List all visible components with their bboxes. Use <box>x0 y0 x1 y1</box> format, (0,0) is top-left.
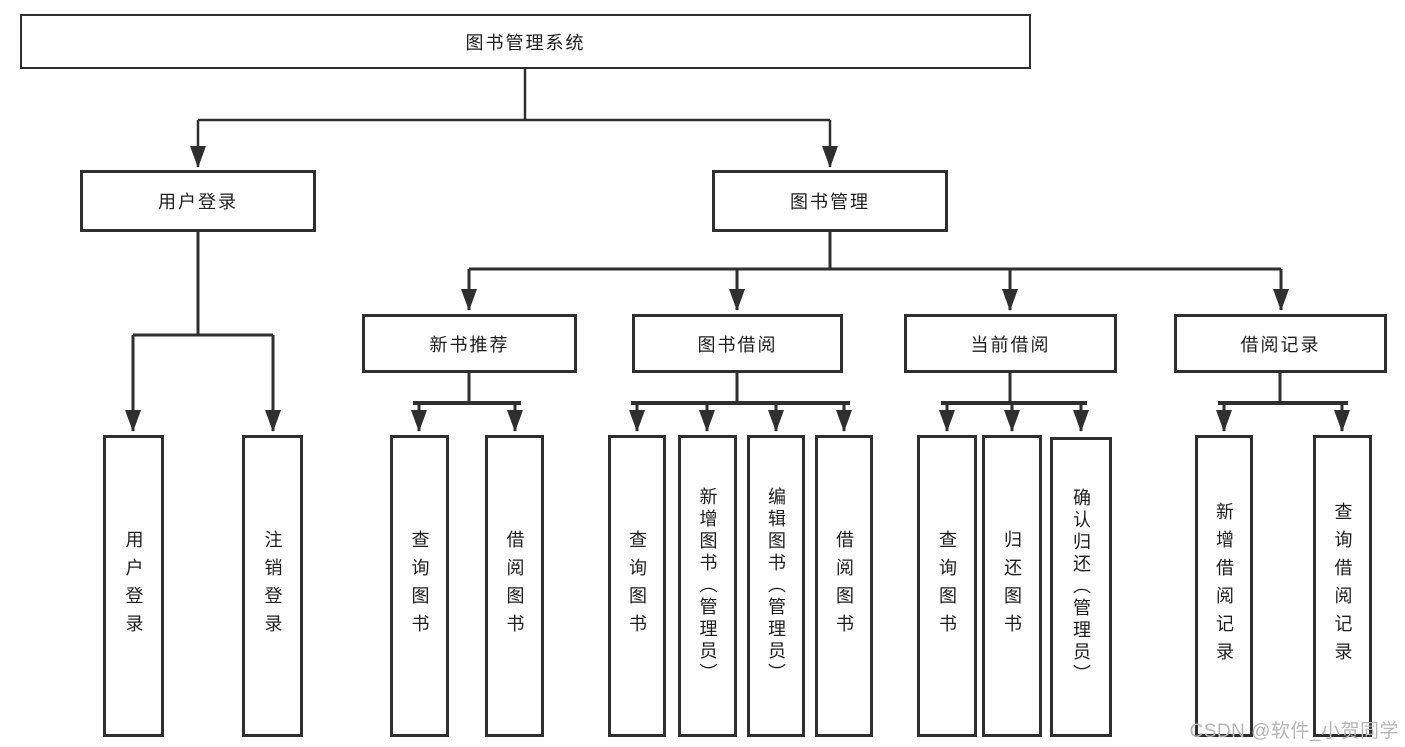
node-nb-borrow-book-label: 借阅图书 <box>504 530 525 642</box>
node-user-login: 用户登录 <box>80 170 316 232</box>
node-book-management-label: 图书管理 <box>790 192 870 212</box>
node-current-borrow-label: 当前借阅 <box>970 334 1051 355</box>
node-bb-edit-book-admin: 编辑图书（管理员） <box>747 435 805 737</box>
node-leaf-logout-label: 注销登录 <box>262 530 283 642</box>
connector-new-book-split <box>411 373 523 432</box>
node-book-borrow-label: 图书借阅 <box>697 334 778 355</box>
node-cb-query-book-label: 查询图书 <box>937 530 957 642</box>
node-book-borrow: 图书借阅 <box>632 314 843 373</box>
connector-book-management-split <box>461 232 1289 311</box>
csdn-watermark: CSDN @软件_小贺同学 <box>1189 721 1399 742</box>
node-bb-query-book: 查询图书 <box>608 435 666 737</box>
node-bb-borrow-book-label: 借阅图书 <box>834 530 854 642</box>
node-nb-borrow-book: 借阅图书 <box>485 435 544 737</box>
node-new-book-recommend-label: 新书推荐 <box>429 334 510 355</box>
node-nb-query-book: 查询图书 <box>390 435 449 737</box>
node-leaf-user-login-label: 用户登录 <box>123 530 144 642</box>
node-leaf-logout: 注销登录 <box>242 435 303 737</box>
node-borrow-records-label: 借阅记录 <box>1240 334 1321 355</box>
node-root: 图书管理系统 <box>20 14 1031 69</box>
node-bb-query-book-label: 查询图书 <box>627 530 647 642</box>
connector-current-borrow-split <box>939 373 1089 432</box>
node-br-add-record: 新增借阅记录 <box>1195 435 1253 737</box>
node-br-query-record-label: 查询借阅记录 <box>1332 502 1353 670</box>
node-bb-add-book-admin: 新增图书（管理员） <box>678 435 737 737</box>
node-nb-query-book-label: 查询图书 <box>409 530 430 642</box>
node-bb-add-book-admin-label: 新增图书（管理员） <box>697 487 718 685</box>
connector-user-login-split <box>125 232 281 432</box>
node-cb-return-book-label: 归还图书 <box>1002 530 1022 642</box>
node-book-management: 图书管理 <box>712 170 948 232</box>
node-root-label: 图书管理系统 <box>465 32 586 53</box>
node-leaf-user-login: 用户登录 <box>103 435 164 737</box>
node-br-add-record-label: 新增借阅记录 <box>1214 502 1234 670</box>
node-current-borrow: 当前借阅 <box>904 314 1117 373</box>
connector-book-borrow-split <box>629 373 852 432</box>
node-user-login-label: 用户登录 <box>158 192 238 212</box>
node-cb-return-book: 归还图书 <box>982 435 1042 737</box>
node-bb-borrow-book: 借阅图书 <box>815 435 873 737</box>
connector-borrow-records-split <box>1216 373 1350 432</box>
node-cb-query-book: 查询图书 <box>917 435 977 737</box>
node-bb-edit-book-admin-label: 编辑图书（管理员） <box>766 487 786 685</box>
node-cb-confirm-return-admin-label: 确认归还（管理员） <box>1071 488 1091 686</box>
node-new-book-recommend: 新书推荐 <box>362 314 577 373</box>
node-br-query-record: 查询借阅记录 <box>1313 435 1372 737</box>
connector-root-split <box>190 69 838 168</box>
node-borrow-records: 借阅记录 <box>1174 314 1387 373</box>
node-cb-confirm-return-admin: 确认归还（管理员） <box>1050 437 1112 737</box>
